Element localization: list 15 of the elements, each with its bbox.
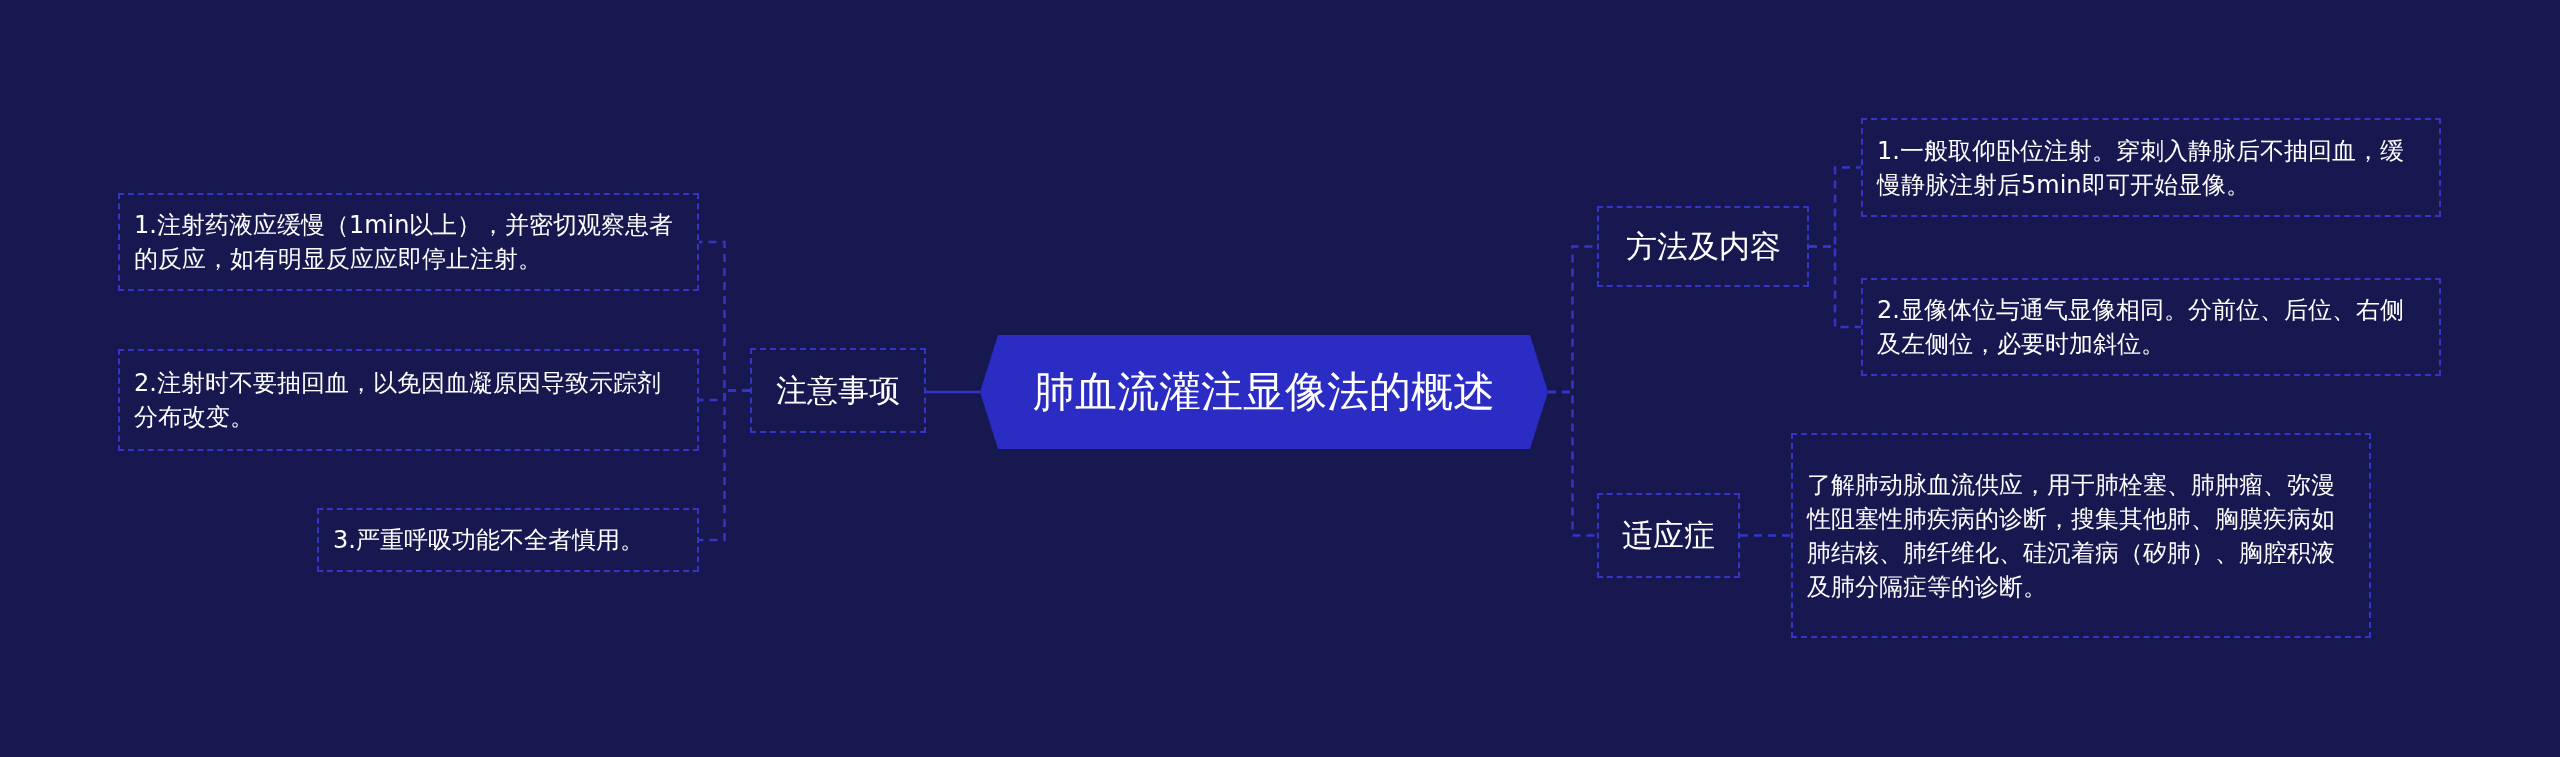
title-text: 肺血流灌注显像法的概述 [1032,366,1496,418]
connector-line [1809,245,1861,329]
topic-box: 注意事项 [750,348,926,433]
connector-line [1740,534,1791,537]
note-box: 了解肺动脉血流供应，用于肺栓塞、肺肿瘤、弥漫性阻塞性肺疾病的诊断，搜集其他肺、胸膜疾病如肺结核、肺纤维化、硅沉着病（矽肺）、胸腔积液及肺分隔症等的诊断。 [1791,433,2371,638]
note-box: 3.严重呼吸功能不全者慎用。 [317,508,699,572]
note-box: 2.注射时不要抽回血，以免因血凝原因导致示踪剂分布改变。 [118,349,699,451]
note-box: 2.显像体位与通气显像相同。分前位、后位、右侧及左侧位，必要时加斜位。 [1861,278,2441,376]
topic-box: 适应症 [1597,493,1740,578]
topic-box: 方法及内容 [1597,206,1809,287]
note-box: 1.一般取仰卧位注射。穿刺入静脉后不抽回血，缓慢静脉注射后5min即可开始显像。 [1861,118,2441,217]
connector-line [699,389,750,542]
connector-line [1548,390,1597,537]
connector-line [926,390,980,394]
note-box: 1.注射药液应缓慢（1min以上），并密切观察患者的反应，如有明显反应应即停止注射。 [118,193,699,291]
